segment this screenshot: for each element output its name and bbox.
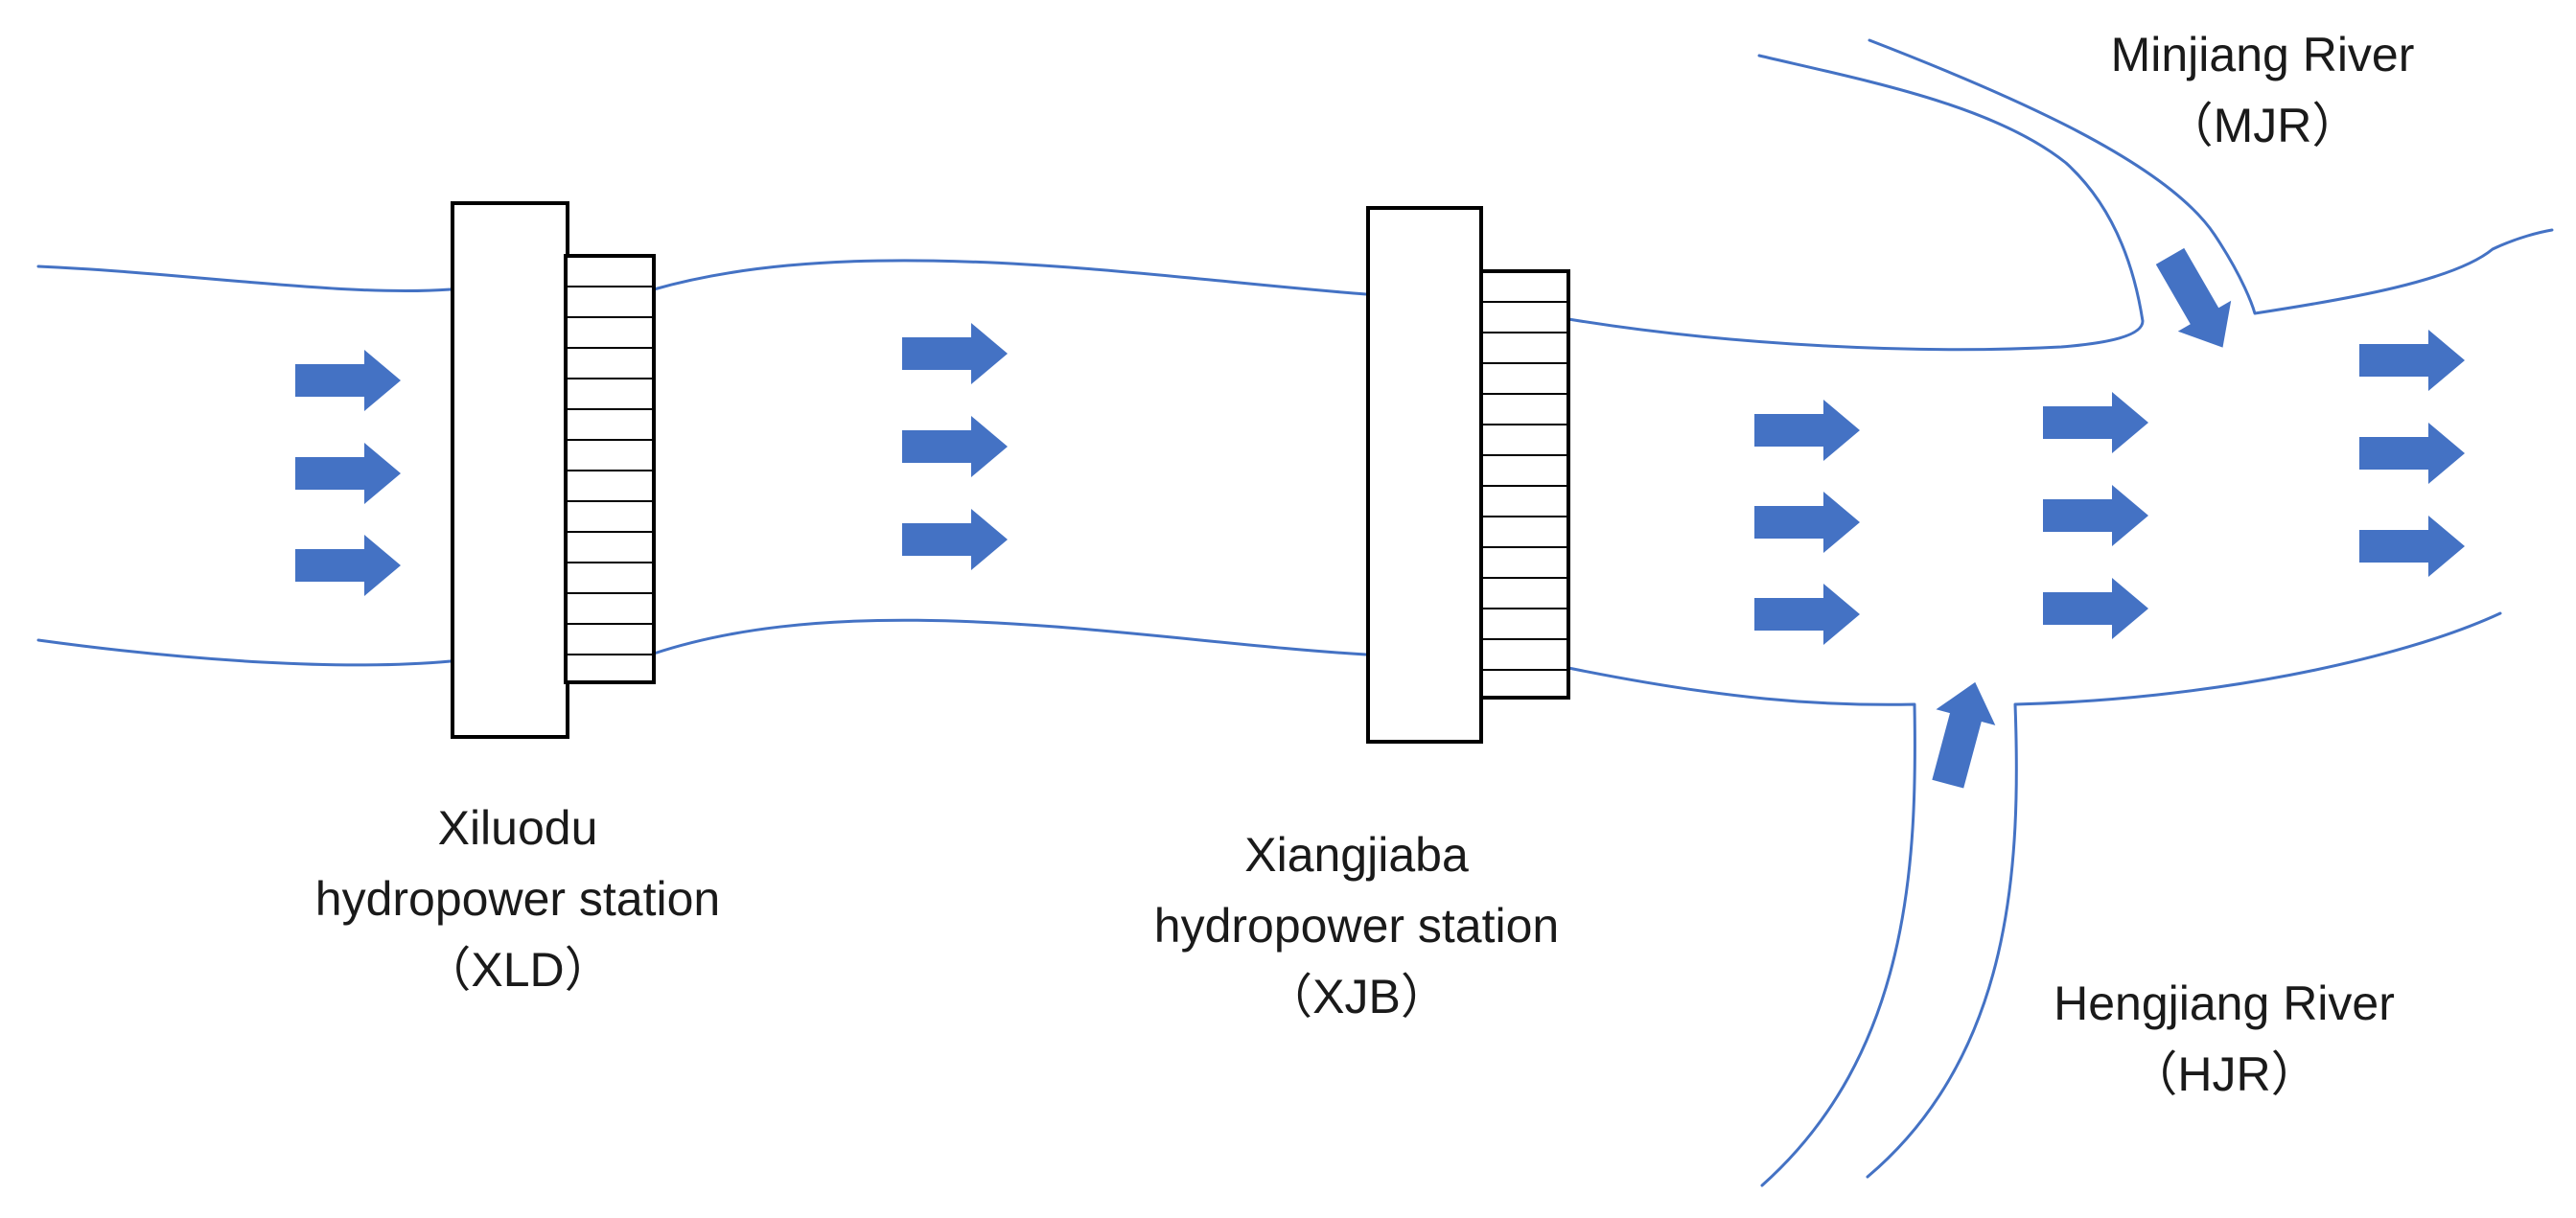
xiluodu-dam — [451, 201, 656, 739]
flow-arrow-icon — [295, 535, 401, 596]
xiangjiaba-name-line2: hydropower station — [1153, 899, 1560, 953]
xiluodu-dam-spillway — [564, 254, 656, 684]
minjiang-name: Minjiang River — [2110, 28, 2415, 81]
main-river-top-bank-downstream — [1566, 54, 2145, 352]
flow-arrow-icon — [1754, 492, 1860, 553]
xiluodu-spillway-gates — [566, 286, 654, 655]
minjiang-label: Minjiang River （MJR） — [2061, 19, 2464, 161]
flow-arrow-icon — [295, 350, 401, 411]
xiluodu-name-line1: Xiluodu — [437, 801, 598, 855]
xiangjiaba-dam-spillway — [1479, 269, 1570, 700]
flow-arrow-icon — [295, 443, 401, 504]
flow-arrow-icon — [2359, 423, 2465, 484]
hengjiang-abbr: （HJR） — [2129, 1047, 2319, 1101]
xiangjiaba-dam — [1366, 206, 1570, 744]
flow-arrow-icon — [1932, 681, 1996, 789]
flow-arrow-icon — [902, 416, 1008, 477]
xiangjiaba-label: Xiangjiaba hydropower station （XJB） — [1107, 819, 1606, 1032]
flow-arrow-icon — [2043, 578, 2148, 639]
flow-arrow-icon — [2043, 392, 2148, 453]
flow-arrow-icon — [902, 323, 1008, 384]
main-river-bottom-bank-middle — [652, 618, 1368, 656]
flow-arrow-icon — [902, 509, 1008, 570]
flow-arrow-icon — [1754, 400, 1860, 461]
flow-arrow-icon — [2359, 330, 2465, 391]
hengjiang-river-right-bank — [1866, 611, 2502, 1179]
flow-arrow-icon — [2359, 516, 2465, 577]
xiluodu-abbr: （XLD） — [423, 943, 613, 997]
xiangjiaba-dam-body — [1366, 206, 1483, 744]
xiangjiaba-abbr: （XJB） — [1265, 970, 1449, 1023]
flow-arrows — [295, 247, 2465, 789]
main-river-top-bank-upstream — [36, 264, 453, 293]
xiluodu-dam-body — [451, 201, 569, 739]
main-river-top-bank-middle — [652, 259, 1368, 296]
xiluodu-name-line2: hydropower station — [314, 872, 721, 926]
flow-arrow-icon — [2043, 485, 2148, 546]
minjiang-abbr: （MJR） — [2165, 99, 2360, 152]
main-river-bottom-bank-upstream — [36, 638, 453, 667]
hengjiang-name: Hengjiang River — [2054, 977, 2395, 1030]
xiangjiaba-spillway-gates — [1481, 301, 1568, 671]
river-banks — [36, 38, 2554, 1187]
flow-arrow-icon — [1754, 584, 1860, 645]
xiangjiaba-name-line1: Xiangjiaba — [1244, 828, 1469, 882]
hengjiang-label: Hengjiang River （HJR） — [2013, 968, 2435, 1110]
main-river-bottom-bank-downstream — [1566, 666, 1916, 1187]
flow-arrow-icon — [2155, 247, 2232, 348]
minjiang-river-right-bank — [1868, 38, 2554, 315]
xiluodu-label: Xiluodu hydropower station （XLD） — [268, 793, 767, 1005]
